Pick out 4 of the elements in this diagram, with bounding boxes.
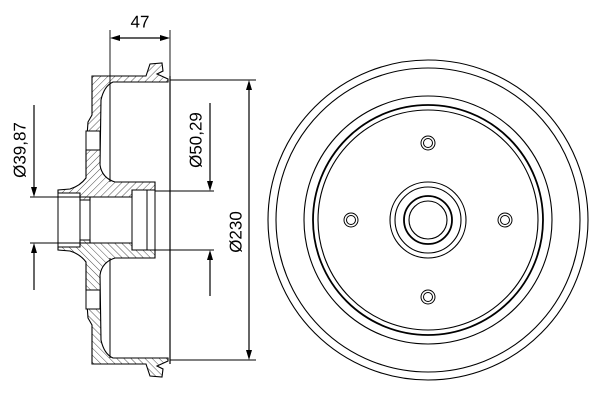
dimension-label: 47 <box>128 14 152 30</box>
dimension-label: Ø230 <box>228 209 244 255</box>
dimension-label: Ø50,29 <box>188 110 204 170</box>
dimension-label: Ø39,87 <box>12 120 28 180</box>
